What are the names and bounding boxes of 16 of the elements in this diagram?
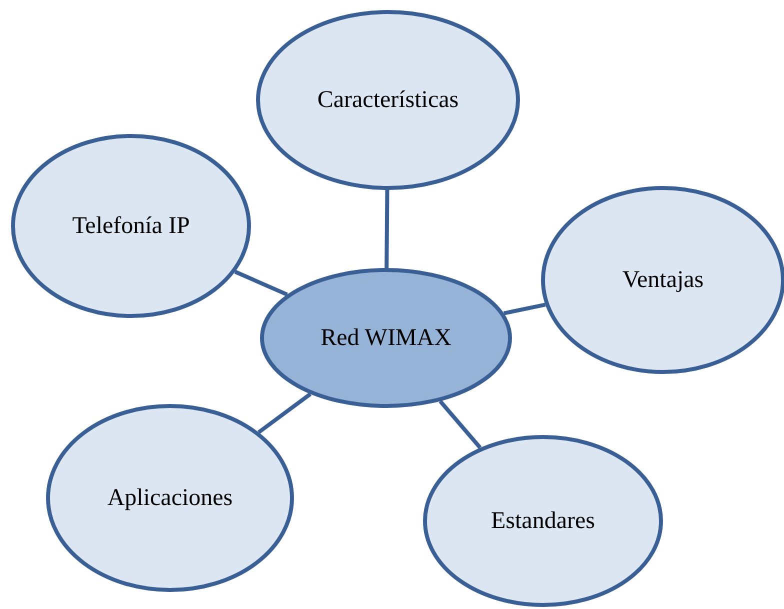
- connector-line: [504, 302, 546, 316]
- concept-ellipse: [256, 10, 520, 190]
- connector-line: [438, 400, 482, 450]
- node-label: Ventajas: [622, 266, 704, 294]
- node-label: Características: [317, 86, 459, 114]
- node-label: Red WIMAX: [320, 324, 452, 352]
- concept-ellipse: [46, 404, 294, 592]
- concept-ellipse: [11, 134, 251, 318]
- concept-ellipse: [423, 435, 663, 607]
- connector-line: [234, 270, 288, 296]
- concept-ellipse: [260, 268, 512, 408]
- node-label: Aplicaciones: [107, 484, 233, 512]
- connector-line: [258, 392, 312, 434]
- connector-line: [384, 190, 390, 268]
- node-label: Telefonía IP: [72, 212, 190, 240]
- node-label: Estandares: [491, 508, 595, 534]
